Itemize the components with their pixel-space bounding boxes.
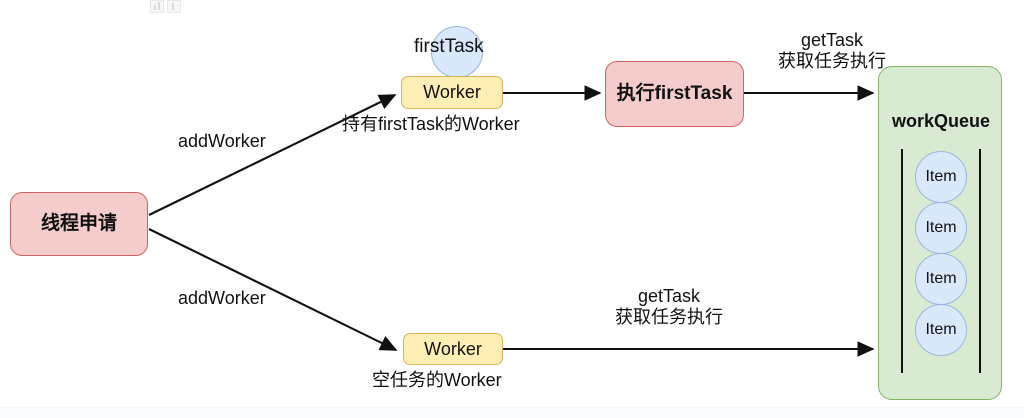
edge-label-get-task-bottom-line2: 获取任务执行 [615, 307, 723, 328]
queue-item-label: Item [925, 218, 957, 236]
first-task-label: firstTask [414, 36, 484, 57]
edge-label-get-task-top: getTask 获取任务执行 [778, 30, 886, 72]
node-worker-top-label: Worker [423, 82, 481, 103]
queue-item[interactable]: Item [915, 151, 967, 203]
node-work-queue[interactable]: workQueue Item Item Item Item [878, 66, 1002, 400]
queue-item-label: Item [925, 320, 957, 338]
queue-item[interactable]: Item [915, 202, 967, 254]
node-worker-bottom-label: Worker [424, 338, 482, 359]
queue-item-label: Item [925, 167, 957, 185]
edge-label-hold-first-task-worker: 持有firstTask的Worker [342, 114, 520, 134]
edge-label-get-task-bottom-line1: getTask [637, 286, 701, 306]
queue-item[interactable]: Item [915, 304, 967, 356]
edge-label-empty-task-worker: 空任务的Worker [372, 370, 502, 390]
node-worker-bottom[interactable]: Worker [403, 333, 503, 365]
first-task-circle [431, 26, 483, 78]
queue-item-label: Item [925, 269, 957, 287]
edge-label-get-task-top-line1: getTask [800, 30, 864, 50]
edge-label-get-task-bottom: getTask 获取任务执行 [615, 286, 723, 328]
queue-item[interactable]: Item [915, 253, 967, 305]
node-exec-first-task-label: 执行firstTask [616, 83, 733, 105]
work-queue-title: workQueue [891, 111, 991, 131]
queue-rail-right [979, 149, 981, 373]
edge-label-add-worker-top: addWorker [178, 131, 266, 151]
broken-image-icon [150, 0, 182, 13]
node-thread-request[interactable]: 线程申请 [10, 192, 148, 256]
bottom-band [0, 407, 1024, 418]
edge-label-get-task-top-line2: 获取任务执行 [778, 51, 886, 72]
node-thread-request-label: 线程申请 [40, 213, 117, 235]
node-exec-first-task[interactable]: 执行firstTask [605, 61, 744, 127]
node-worker-top[interactable]: Worker [401, 76, 503, 109]
queue-rail-left [901, 149, 903, 373]
edge-label-add-worker-bottom: addWorker [178, 288, 266, 308]
